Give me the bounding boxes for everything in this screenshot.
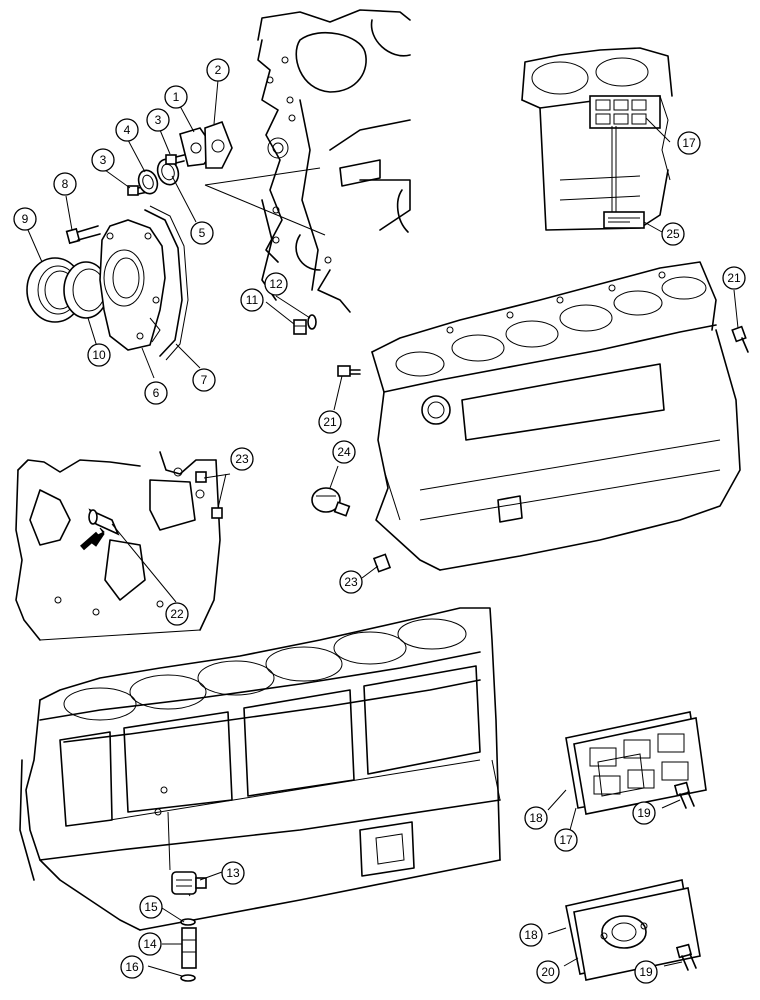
callout-3-upper: 3 <box>146 108 170 132</box>
callout-17-lower: 17 <box>554 828 578 852</box>
fitting-21-right <box>731 325 749 353</box>
direction-arrow-shaft <box>80 531 100 551</box>
callout-13: 13 <box>221 861 245 885</box>
callout-22: 22 <box>165 602 189 626</box>
callout-23-upper: 23 <box>230 447 254 471</box>
svg-text:5: 5 <box>199 226 206 240</box>
svg-text:6: 6 <box>153 386 160 400</box>
svg-text:2: 2 <box>215 63 222 77</box>
svg-text:24: 24 <box>337 445 351 459</box>
svg-text:18: 18 <box>529 811 543 825</box>
o-ring-15 <box>180 918 196 926</box>
svg-text:16: 16 <box>125 960 139 974</box>
svg-text:14: 14 <box>143 937 157 951</box>
gasket-2 <box>204 120 233 169</box>
callout-15: 15 <box>139 895 163 919</box>
svg-text:3: 3 <box>155 113 162 127</box>
sensor-24 <box>311 487 351 517</box>
svg-text:10: 10 <box>92 348 106 362</box>
svg-text:17: 17 <box>559 833 573 847</box>
svg-text:13: 13 <box>226 866 240 880</box>
callout-2: 2 <box>206 58 230 82</box>
callout-6: 6 <box>144 381 168 405</box>
leader-lines <box>27 79 739 977</box>
callout-19-lower: 19 <box>634 960 658 984</box>
callout-1: 1 <box>164 85 188 109</box>
callout-25: 25 <box>661 222 685 246</box>
svg-text:25: 25 <box>666 227 680 241</box>
callout-21-right: 21 <box>722 266 746 290</box>
callout-24: 24 <box>332 440 356 464</box>
bolt-19-upper <box>673 781 695 809</box>
engine-block-main-view <box>19 607 501 931</box>
side-cover-plate-lower <box>565 879 701 981</box>
washer-12 <box>307 314 317 330</box>
callout-12: 12 <box>264 272 288 296</box>
sleeve-14 <box>181 927 197 969</box>
callout-10: 10 <box>87 343 111 367</box>
side-cover-plate-upper <box>565 711 707 815</box>
svg-text:20: 20 <box>541 965 555 979</box>
front-cover-assembly <box>26 120 317 361</box>
block-detail-upper-right <box>521 47 673 231</box>
gasket-4 <box>137 169 159 195</box>
plug-23-upper-b <box>211 507 223 519</box>
callout-5: 5 <box>190 221 214 245</box>
sensor-13 <box>171 871 207 895</box>
callout-14: 14 <box>138 932 162 956</box>
svg-text:21: 21 <box>323 415 337 429</box>
bolt-19-lower <box>675 943 697 971</box>
engine-block-front-partial <box>204 9 411 313</box>
svg-text:15: 15 <box>144 900 158 914</box>
svg-text:23: 23 <box>344 575 358 589</box>
callout-3-lower: 3 <box>91 148 115 172</box>
svg-text:19: 19 <box>637 806 651 820</box>
svg-text:4: 4 <box>124 123 131 137</box>
block-detail-left <box>15 451 223 641</box>
svg-text:11: 11 <box>246 293 259 307</box>
svg-text:17: 17 <box>682 136 696 150</box>
bolt-3-upper <box>165 154 185 165</box>
svg-text:1: 1 <box>173 90 180 104</box>
svg-text:12: 12 <box>269 277 283 291</box>
callout-9: 9 <box>13 207 37 231</box>
callout-20: 20 <box>536 960 560 984</box>
fitting-21-left <box>337 365 361 377</box>
callout-4: 4 <box>115 118 139 142</box>
callout-21-left: 21 <box>318 410 342 434</box>
callout-19-upper: 19 <box>632 801 656 825</box>
o-ring-16 <box>180 974 196 982</box>
svg-text:3: 3 <box>100 153 107 167</box>
svg-text:22: 22 <box>170 607 184 621</box>
callout-17-upper: 17 <box>677 131 701 155</box>
gasket-7 <box>144 209 183 357</box>
callout-18-upper: 18 <box>524 806 548 830</box>
front-cover-6 <box>99 219 166 351</box>
side-plate-17-top <box>589 95 661 129</box>
svg-text:21: 21 <box>727 271 741 285</box>
svg-text:7: 7 <box>201 373 208 387</box>
callout-11: 11 <box>240 288 264 312</box>
svg-text:19: 19 <box>639 965 653 979</box>
callout-23-lower: 23 <box>339 570 363 594</box>
callout-7: 7 <box>192 368 216 392</box>
svg-text:8: 8 <box>62 177 69 191</box>
identification-label-25 <box>603 211 645 229</box>
svg-text:23: 23 <box>235 452 249 466</box>
plug-23-lower <box>372 553 392 573</box>
plug-11 <box>293 319 307 335</box>
engine-block-side-view <box>371 261 741 571</box>
callout-8: 8 <box>53 172 77 196</box>
svg-text:9: 9 <box>22 212 29 226</box>
plate-17-lower <box>573 717 707 815</box>
sleeve-22 <box>88 508 120 536</box>
bolt-8 <box>65 225 101 245</box>
svg-text:18: 18 <box>524 928 538 942</box>
callout-16: 16 <box>120 955 144 979</box>
plug-23-upper-a <box>195 471 207 483</box>
callout-18-lower: 18 <box>519 923 543 947</box>
